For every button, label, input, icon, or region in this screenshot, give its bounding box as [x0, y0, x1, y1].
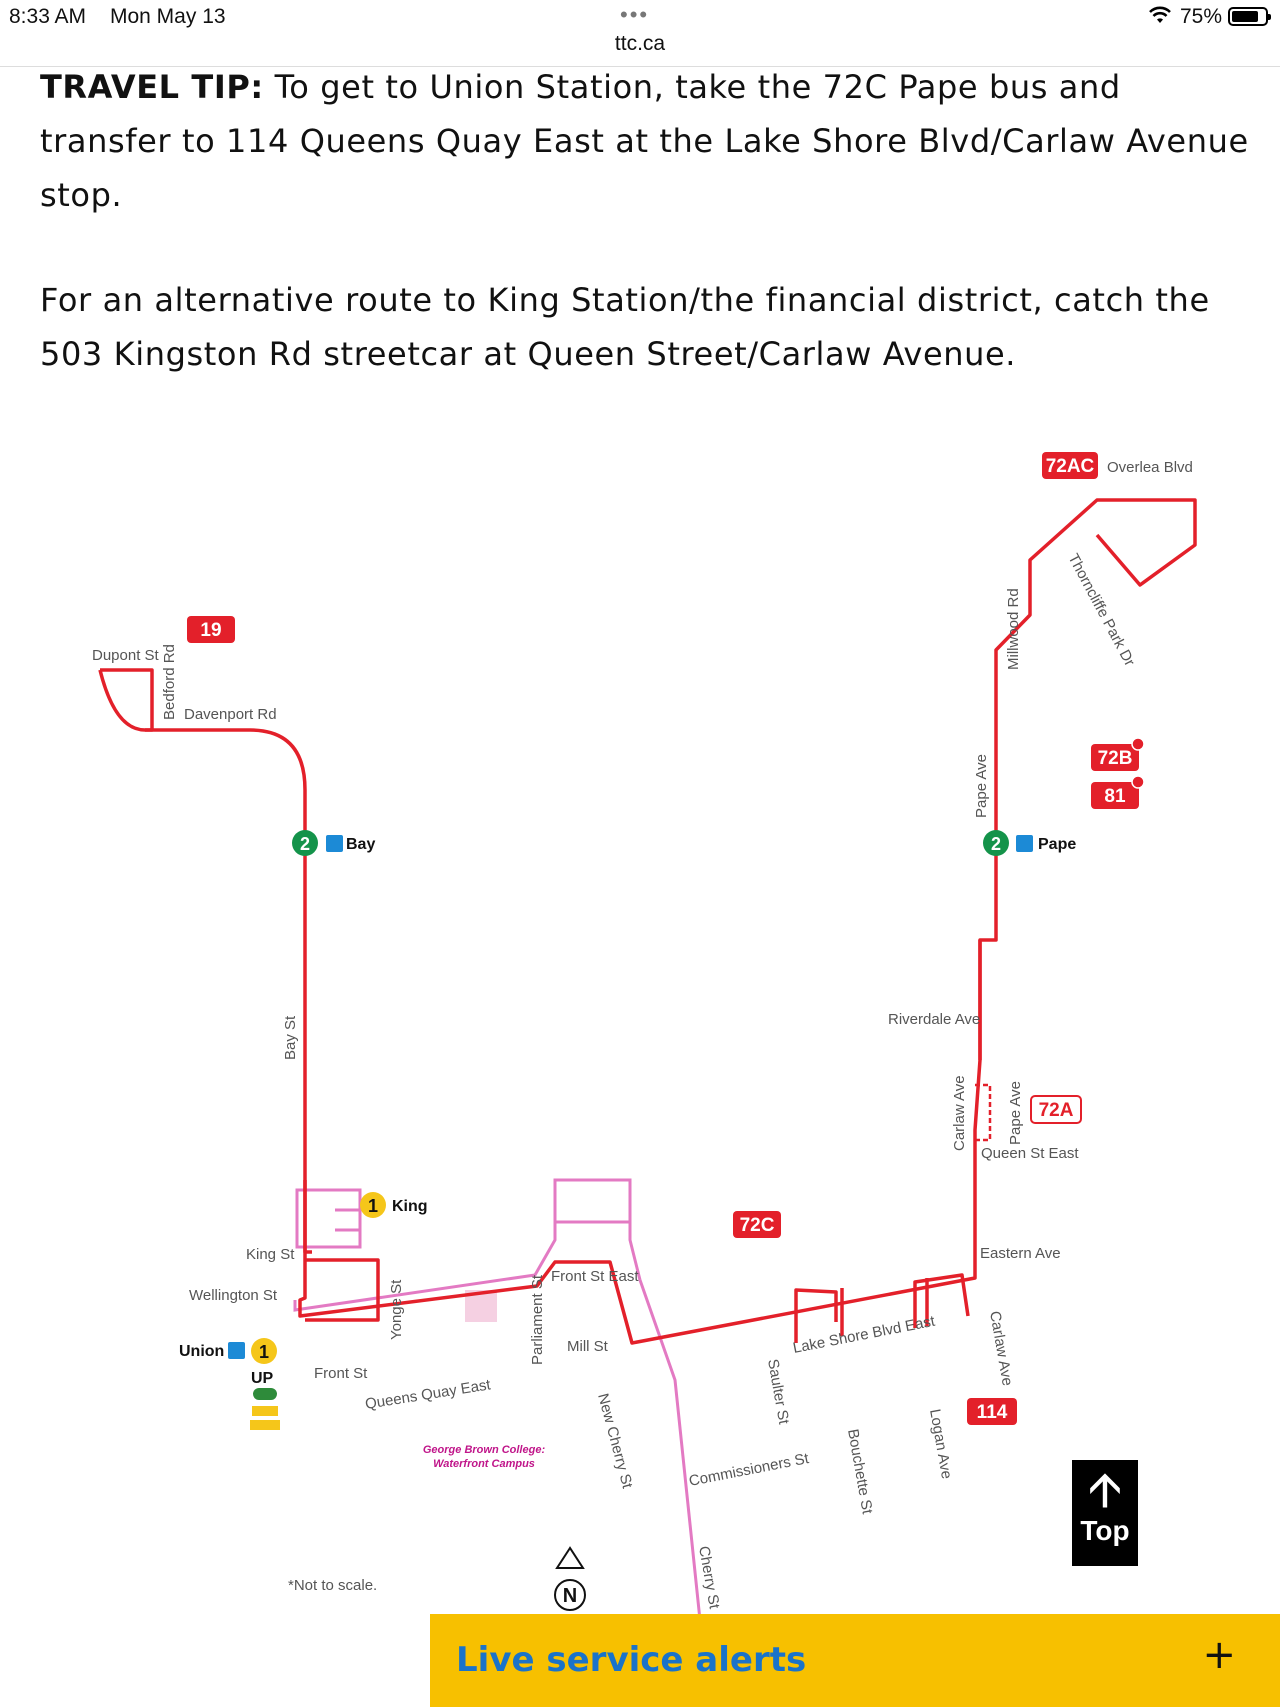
- route-badge-72b[interactable]: [1091, 744, 1139, 771]
- north-arrow-icon: N: [554, 1546, 586, 1611]
- north-label: N: [563, 1585, 577, 1607]
- status-time: 8:33 AM: [9, 5, 87, 28]
- bus-routes: [98, 498, 1197, 1345]
- accessible-icon: [1016, 835, 1033, 852]
- station-king[interactable]: 1 King: [360, 1192, 428, 1218]
- line2-number: 2: [300, 834, 310, 854]
- route-badge-81[interactable]: [1091, 782, 1139, 809]
- station-bay-label: Bay: [346, 836, 375, 853]
- up-arrow-icon: 🡩: [1087, 1464, 1123, 1517]
- streetcar-lines: [293, 1178, 702, 1621]
- street-label: Carlaw Ave: [951, 1075, 968, 1151]
- college-label-2: Waterfront Campus: [433, 1458, 535, 1470]
- battery-icon: [1228, 7, 1271, 26]
- street-label: Pape Ave: [1007, 1081, 1024, 1145]
- street-label: Bouchette St: [844, 1428, 876, 1516]
- cancel-icon: [1131, 737, 1145, 751]
- route-badge-19-label: 19: [200, 620, 221, 641]
- status-date: Mon May 13: [110, 5, 226, 28]
- back-to-top-label: Top: [1080, 1515, 1130, 1546]
- route-badge-19[interactable]: [187, 616, 235, 643]
- route-badge-114[interactable]: [967, 1398, 1017, 1425]
- station-king-label: King: [392, 1198, 428, 1215]
- alternative-route-text: For an alternative route to King Station…: [40, 281, 1210, 373]
- street-label: New Cherry St: [594, 1392, 636, 1491]
- route-badge-114-label: 114: [977, 1402, 1008, 1423]
- url-text: ttc.ca: [614, 32, 666, 55]
- route-72a-dashed: [975, 1083, 992, 1142]
- station-union-label: Union: [179, 1343, 224, 1360]
- street-label: Davenport Rd: [184, 706, 277, 723]
- wifi-icon: [1148, 5, 1172, 31]
- route-badge-72c[interactable]: [733, 1211, 781, 1238]
- street-label: Wellington St: [189, 1287, 278, 1304]
- line1-number: 1: [368, 1196, 378, 1216]
- street-label: Yonge St: [388, 1279, 405, 1340]
- battery-percent: 75%: [1180, 5, 1223, 28]
- travel-tip-text: To get to Union Station, take the 72C Pa…: [40, 68, 1249, 214]
- via-rail-logo-icon: [250, 1420, 280, 1430]
- street-label: Saulter St: [764, 1358, 792, 1427]
- route-badge-72ac[interactable]: [1042, 452, 1098, 479]
- cancel-icon: [1131, 775, 1145, 789]
- accessible-icon: [326, 835, 343, 852]
- route-badge-72b-label: 72B: [1098, 748, 1133, 769]
- college-label: George Brown College:: [423, 1444, 546, 1456]
- route-map-svg: 72AC 19 72B 81 72A 72C 114 2 Bay 2 Pape …: [92, 452, 1197, 1621]
- street-label: Logan Ave: [926, 1408, 955, 1481]
- address-bar[interactable]: ttc.ca: [0, 30, 1280, 67]
- go-transit-icon: [253, 1388, 277, 1400]
- street-label: Eastern Ave: [980, 1245, 1061, 1262]
- street-label: Commissioners St: [688, 1450, 812, 1490]
- street-label: Queen St East: [981, 1145, 1079, 1162]
- street-label: Bay St: [282, 1015, 299, 1060]
- line1-icon: [251, 1338, 277, 1364]
- not-to-scale-note: *Not to scale.: [288, 1577, 377, 1594]
- route-map: 72AC 19 72B 81 72A 72C 114 2 Bay 2 Pape …: [0, 440, 1280, 1621]
- street-label: Riverdale Ave: [888, 1011, 980, 1028]
- street-label: Dupont St: [92, 647, 160, 664]
- street-label: Lake Shore Blvd East: [792, 1313, 938, 1357]
- street-label: Carlaw Ave: [986, 1310, 1016, 1387]
- street-label: King St: [246, 1246, 295, 1263]
- station-pape-label: Pape: [1038, 836, 1076, 853]
- more-dots-icon[interactable]: •••: [620, 2, 650, 27]
- route-badge-72c-label: 72C: [740, 1215, 775, 1236]
- route-badges: 72AC 19 72B 81 72A 72C 114: [187, 452, 1145, 1425]
- street-label: Queens Quay East: [364, 1376, 493, 1413]
- via-rail-icon: [252, 1406, 278, 1416]
- accessible-icon: [228, 1342, 245, 1359]
- travel-tip: TRAVEL TIP: To get to Union Station, tak…: [40, 60, 1250, 222]
- street-label: Parliament St: [529, 1274, 546, 1365]
- line1-number: 1: [259, 1342, 269, 1362]
- street-label: Overlea Blvd: [1107, 459, 1193, 476]
- street-label: Mill St: [567, 1338, 609, 1355]
- line1-icon: [360, 1192, 386, 1218]
- street-label: Front St: [314, 1365, 368, 1382]
- live-service-alerts-bar[interactable]: Live service alerts +: [430, 1614, 1280, 1707]
- status-bar: 8:33 AM Mon May 13 ••• 75%: [0, 0, 1280, 34]
- street-label: Bedford Rd: [161, 644, 178, 720]
- line2-icon: [983, 830, 1009, 856]
- station-union[interactable]: Union 1 UP: [179, 1338, 280, 1430]
- route-badge-72a-label: 72A: [1039, 1100, 1074, 1121]
- street-label: Front St East: [551, 1268, 639, 1285]
- travel-tip-label: TRAVEL TIP:: [40, 68, 264, 106]
- route-badge-72a[interactable]: [1030, 1095, 1082, 1124]
- line2-number: 2: [991, 834, 1001, 854]
- station-pape[interactable]: 2 Pape: [983, 830, 1076, 856]
- up-express-label: UP: [251, 1370, 274, 1387]
- route-badge-81-label: 81: [1104, 786, 1126, 807]
- live-service-alerts-label: Live service alerts: [456, 1640, 807, 1680]
- street-labels: Overlea Blvd Thorncliffe Park Dr Millwoo…: [92, 459, 1193, 1611]
- street-label: Millwood Rd: [1005, 588, 1022, 670]
- line2-icon: [292, 830, 318, 856]
- station-bay[interactable]: 2 Bay: [292, 830, 375, 856]
- street-label: Pape Ave: [973, 754, 990, 818]
- expand-icon[interactable]: +: [1202, 1632, 1236, 1678]
- back-to-top-button[interactable]: 🡩 Top: [1072, 1460, 1138, 1566]
- route-badge-72ac-label: 72AC: [1046, 456, 1095, 477]
